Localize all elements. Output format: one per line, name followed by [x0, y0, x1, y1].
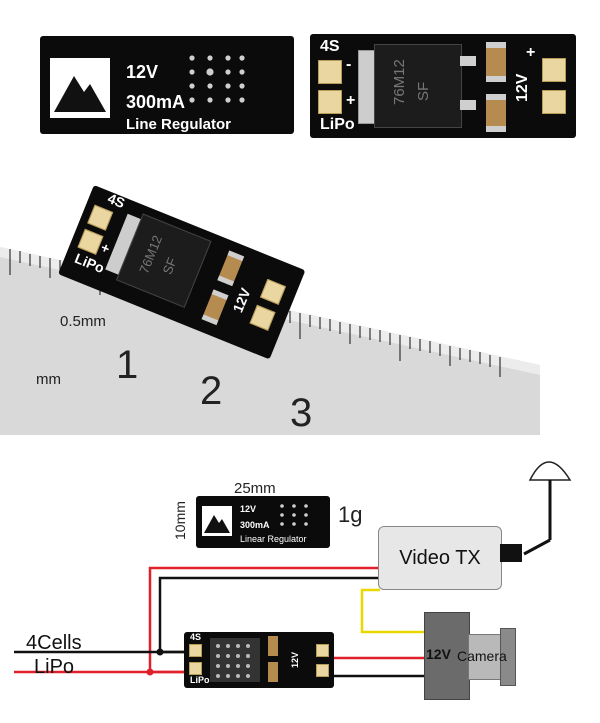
diagram-out-pad-2 — [316, 664, 329, 677]
input-pad-plus — [318, 90, 342, 114]
diagram-out-pad-1 — [316, 644, 329, 657]
chip-marking-2: SF — [415, 81, 432, 101]
capacitor-bottom — [486, 94, 506, 132]
width-dimension-label: 25mm — [234, 480, 276, 497]
diagram-via-grid — [278, 502, 318, 537]
regulator-chip: 76M12 SF — [374, 44, 462, 128]
ruler-board-output-label: 12V — [229, 285, 254, 315]
diagram-regulator-board: 4S LiPo 12V — [184, 632, 334, 688]
via-grid — [184, 50, 248, 110]
output-pad-plus — [542, 58, 566, 82]
diagram-board-voltage: 12V — [240, 504, 257, 514]
ruler-number-3: 3 — [290, 391, 313, 431]
wiring-diagram: 25mm 10mm 1g 12V 300mA Linear Regulator … — [0, 440, 600, 718]
output-plus-mark: + — [526, 44, 536, 61]
diagram-12v-label: 12V — [290, 651, 300, 668]
ruler-board-out-pad-2 — [249, 304, 276, 331]
camera-voltage-label: 12V — [426, 646, 451, 662]
diagram-lipo-label: LiPo — [190, 675, 210, 685]
output-label: 12V — [514, 73, 531, 102]
diagram-cap-2 — [268, 662, 278, 682]
ruler-board-cap-2 — [201, 289, 229, 326]
output-pad-minus — [542, 90, 566, 114]
source-label-line2: LiPo — [34, 656, 75, 678]
height-dimension-label: 10mm — [172, 501, 188, 540]
ruler-board-out-pad-1 — [259, 278, 287, 305]
diagram-board-name: Linear Regulator — [240, 534, 307, 544]
input-label: 4S — [320, 38, 340, 55]
diagram-in-pad-2 — [189, 662, 202, 675]
mountain-logo — [50, 58, 110, 118]
ruler-unit-label: mm — [36, 371, 61, 388]
weight-label: 1g — [338, 502, 363, 527]
ruler-photo: 0.5mm mm 1 2 3 4S + LiPo 76M12 SF 12V — [0, 165, 600, 435]
regulator-leg-bottom — [460, 100, 476, 110]
ruler-half-mm-label: 0.5mm — [60, 313, 106, 330]
board-name: Line Regulator — [126, 116, 232, 133]
regulator-leg-top — [460, 56, 476, 66]
ruler-board-cap-1 — [217, 250, 245, 287]
board-voltage: 12V — [126, 62, 159, 82]
camera-label: Camera — [457, 648, 507, 664]
plus-mark: + — [346, 92, 356, 109]
diagram-in-pad-1 — [189, 644, 202, 657]
diagram-mountain-logo — [202, 506, 232, 536]
diagram-chip — [210, 638, 260, 682]
input-pad-minus — [318, 60, 342, 84]
capacitor-top — [486, 42, 506, 82]
ruler-chip-marking-2: SF — [159, 255, 180, 277]
video-tx-connector — [500, 544, 522, 562]
diagram-board-back: 12V 300mA Linear Regulator — [196, 496, 330, 548]
board-front-photo: 4S LiPo - + 76M12 SF 12V + — [310, 34, 576, 138]
chip-marking-1: 76M12 — [391, 59, 408, 105]
board-back-photo: 12V 300mA Line Regulator — [40, 36, 294, 134]
camera-lens-ring — [500, 628, 516, 686]
camera-body — [424, 612, 470, 700]
diagram-board-current: 300mA — [240, 520, 270, 530]
diagram-4s-label: 4S — [190, 632, 202, 642]
source-label-line1: 4Cells — [26, 632, 82, 654]
wiring-lines — [14, 461, 572, 678]
minus-mark: - — [346, 56, 352, 73]
diagram-cap-1 — [268, 636, 278, 656]
ruler-board-pad-1 — [87, 204, 114, 231]
video-tx-label: Video TX — [399, 546, 481, 569]
board-current: 300mA — [126, 92, 186, 112]
video-tx-box: Video TX — [378, 526, 502, 590]
ruler-number-1: 1 — [116, 343, 139, 387]
battery-label: LiPo — [320, 116, 355, 133]
ruler-number-2: 2 — [200, 369, 223, 413]
